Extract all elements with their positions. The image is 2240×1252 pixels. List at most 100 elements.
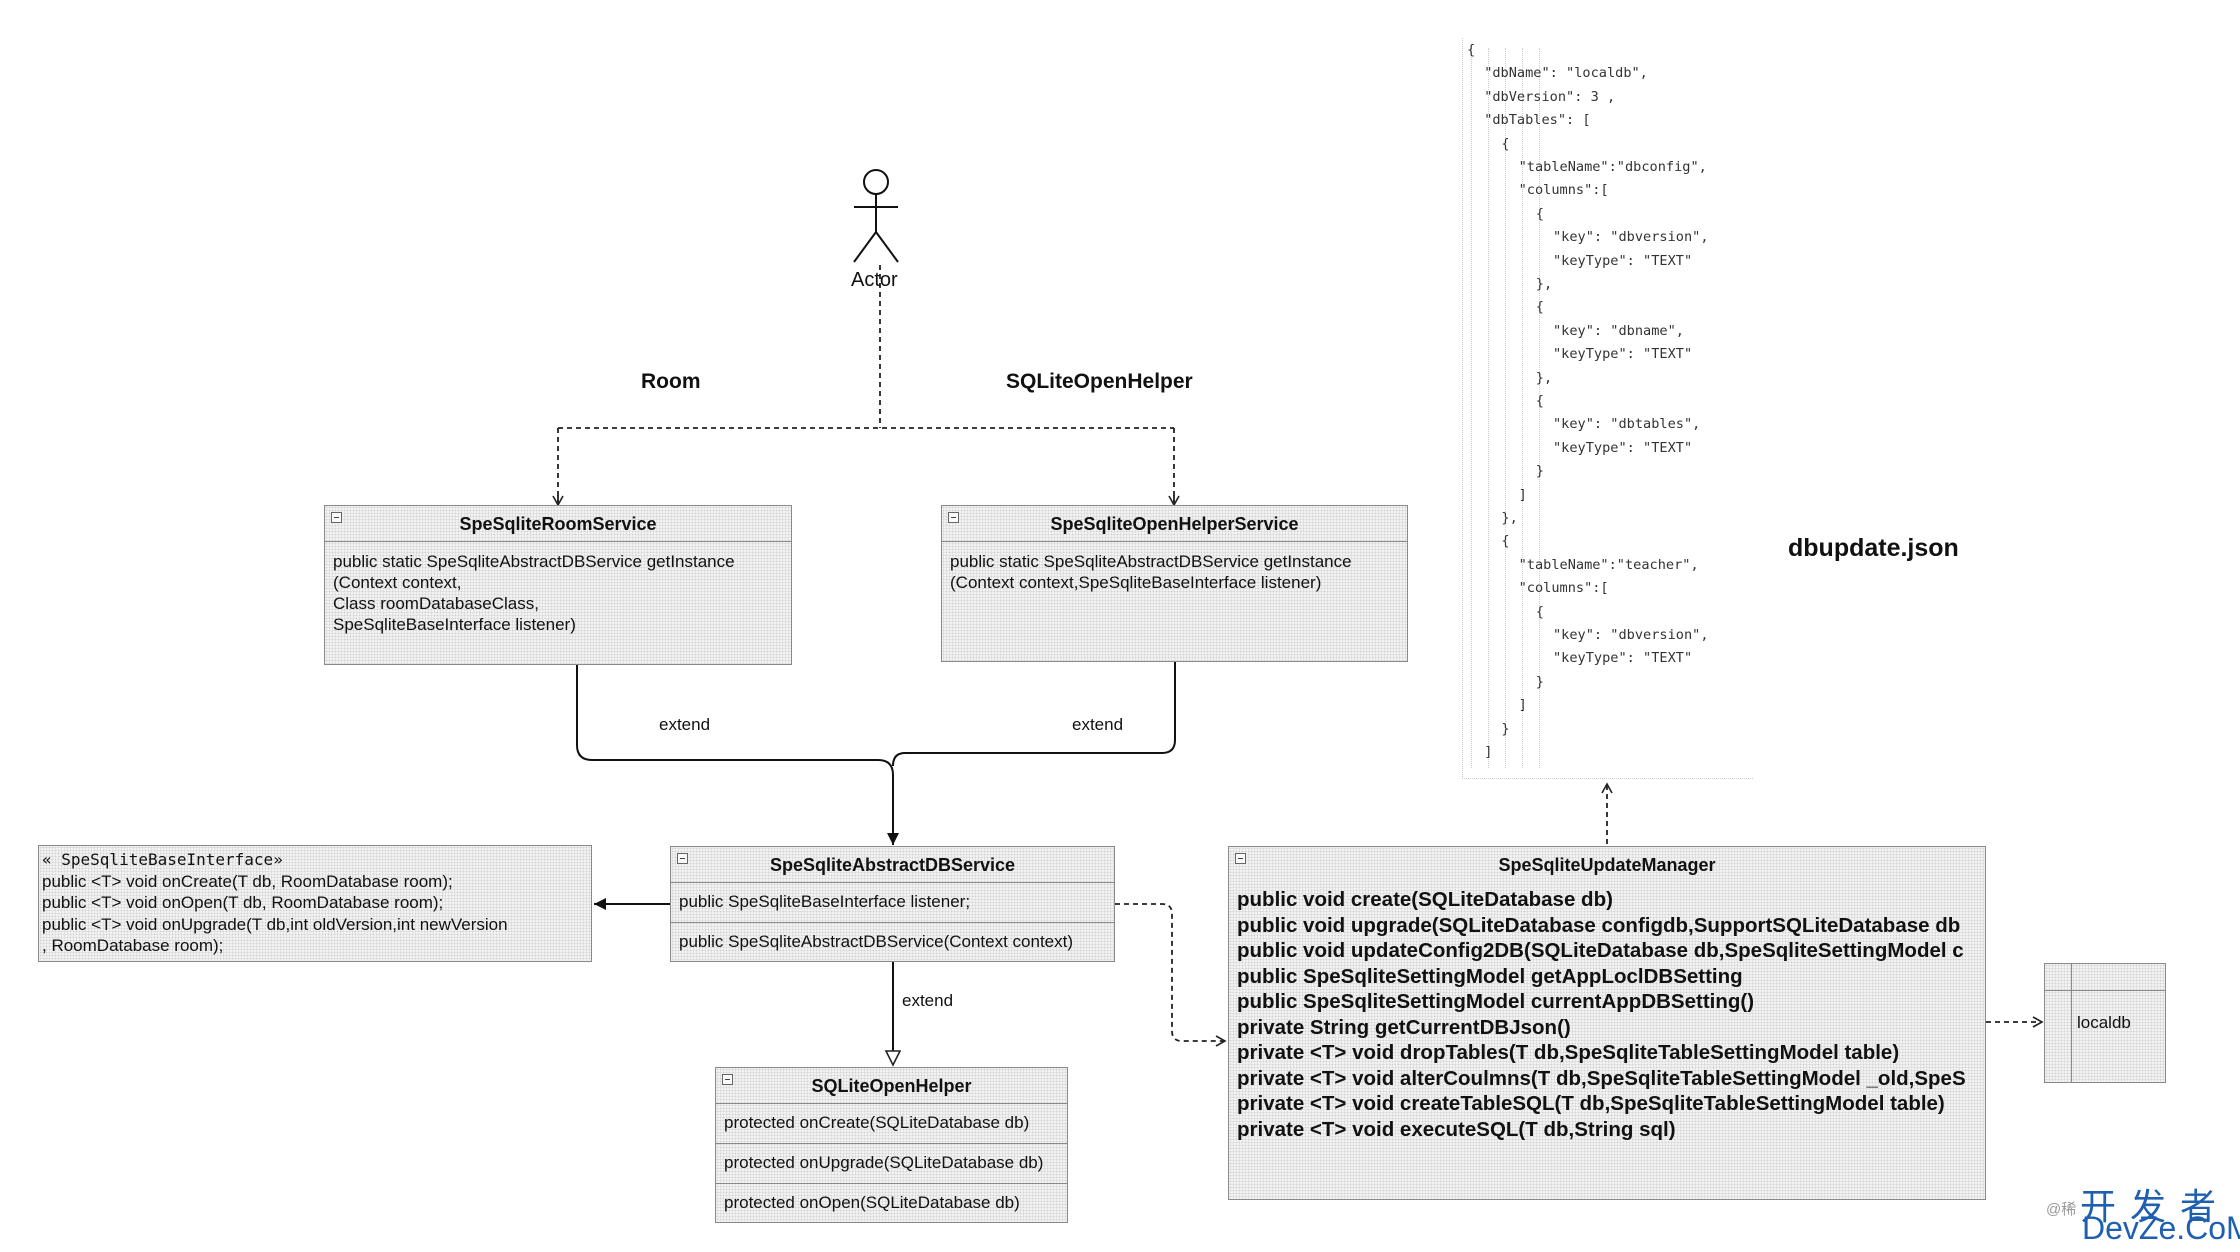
json-code-line: "keyType": "TEXT" (1553, 439, 1693, 456)
open-helper-method: protected onOpen(SQLiteDatabase db) (716, 1184, 1067, 1222)
method-line: protected onOpen(SQLiteDatabase db) (724, 1193, 1020, 1212)
json-code-line: "columns":[ (1518, 580, 1609, 597)
method-line: private String getCurrentDBJson() (1237, 1015, 1571, 1039)
localdb-side-band (2045, 964, 2072, 1082)
json-code-line: } (1501, 720, 1510, 737)
sqlite-open-helper-class[interactable]: SQLiteOpenHelper protected onCreate(SQLi… (715, 1067, 1068, 1223)
room-label: Room (641, 370, 701, 393)
extend-label-right: extend (1072, 715, 1124, 734)
collapse-icon[interactable] (1235, 853, 1246, 864)
method-line: public void create(SQLiteDatabase db) (1237, 888, 1613, 911)
room-service-title: SpeSqliteRoomService (459, 514, 657, 534)
json-code-line: }, (1535, 276, 1553, 292)
json-code-line: "keyType": "TEXT" (1553, 650, 1693, 667)
json-code-line: { (1535, 603, 1544, 620)
collapse-icon[interactable] (948, 512, 959, 523)
method-line: private <T> void alterCoulmns(T db,SpeSq… (1237, 1066, 1966, 1090)
indent-guide (1505, 48, 1506, 768)
constructor-line: public SpeSqliteAbstractDBService(Contex… (679, 932, 1074, 951)
localdb-box[interactable]: localdb (2044, 963, 2166, 1083)
json-code-line: { (1501, 533, 1510, 550)
json-code-line: } (1535, 463, 1544, 480)
json-code-line: "key": "dbversion", (1553, 627, 1709, 643)
localdb-top-band (2045, 964, 2165, 991)
localdb-label: localdb (2077, 1013, 2131, 1032)
method-line: (Context context, (333, 573, 462, 592)
room-service-header: SpeSqliteRoomService (325, 506, 791, 542)
json-code-line: "dbTables": [ (1484, 112, 1591, 129)
helper-service-class[interactable]: SpeSqliteOpenHelperService public static… (941, 505, 1408, 662)
helper-extend-edge (892, 662, 1176, 767)
indent-guide (1488, 48, 1489, 768)
helper-service-title: SpeSqliteOpenHelperService (1050, 514, 1299, 534)
method-line: public SpeSqliteSettingModel currentAppD… (1237, 990, 1755, 1013)
json-code-line: } (1535, 673, 1544, 690)
dbupdate-json-code: { "dbName": "localdb", "dbVersion": 3 , "db… (1462, 38, 1753, 779)
json-code-line: ] (1518, 697, 1527, 714)
room-extend-edge (576, 662, 899, 845)
abstract-service-constructor: public SpeSqliteAbstractDBService(Contex… (671, 923, 1114, 961)
json-code-line: { (1535, 205, 1544, 222)
interface-stereotype: « SpeSqliteBaseInterface» (42, 850, 283, 869)
watermark-domain: DevZe.CoM (2082, 1210, 2240, 1246)
json-code-line: { (1535, 299, 1544, 316)
json-code-line: "dbName": "localdb", (1484, 65, 1648, 82)
json-code-line: }, (1535, 369, 1553, 386)
actor-figure (853, 169, 899, 263)
update-manager-header: SpeSqliteUpdateManager (1229, 847, 1985, 883)
method-line: public void updateConfig2DB(SQLiteDataba… (1237, 939, 1964, 962)
update-manager-class[interactable]: SpeSqliteUpdateManager public void creat… (1228, 846, 1986, 1200)
json-code-line: "tableName":"teacher", (1518, 556, 1699, 573)
json-code-line: "key": "dbname", (1553, 322, 1684, 339)
json-code-line: ] (1518, 486, 1527, 503)
json-code-line: "key": "dbversion", (1553, 229, 1709, 246)
sqliteopenhelper-label: SQLiteOpenHelper (1006, 370, 1193, 393)
open-helper-method: protected onCreate(SQLiteDatabase db) (716, 1104, 1067, 1144)
sqlite-open-helper-title: SQLiteOpenHelper (811, 1076, 972, 1096)
method-line: protected onCreate(SQLiteDatabase db) (724, 1113, 1030, 1132)
base-interface-box[interactable]: « SpeSqliteBaseInterface» public <T> voi… (38, 845, 592, 962)
room-service-class[interactable]: SpeSqliteRoomService public static SpeSq… (324, 505, 792, 665)
json-code-line: "keyType": "TEXT" (1553, 346, 1693, 363)
abstract-to-manager-edge (1115, 903, 1227, 1047)
method-line: SpeSqliteBaseInterface listener) (333, 615, 576, 634)
method-line: public static SpeSqliteAbstractDBService… (333, 552, 735, 571)
method-line: (Context context,SpeSqliteBaseInterface … (950, 573, 1322, 592)
method-line: public void upgrade(SQLiteDatabase confi… (1237, 913, 1961, 937)
method-line: private <T> void createTableSQL(T db,Spe… (1237, 1092, 1945, 1115)
method-line: public <T> void onOpen(T db, RoomDatabas… (42, 893, 444, 912)
helper-service-body: public static SpeSqliteAbstractDBService… (942, 542, 1407, 602)
field-line: public SpeSqliteBaseInterface listener; (679, 892, 971, 911)
collapse-icon[interactable] (722, 1074, 733, 1085)
method-line: , RoomDatabase room); (42, 936, 224, 955)
room-service-body: public static SpeSqliteAbstractDBService… (325, 542, 791, 644)
abstract-service-header: SpeSqliteAbstractDBService (671, 847, 1114, 883)
method-line: private <T> void executeSQL(T db,String … (1237, 1117, 1676, 1141)
json-code-line: "key": "dbtables", (1553, 416, 1701, 433)
collapse-icon[interactable] (677, 853, 688, 864)
indent-guide (1471, 48, 1472, 768)
actor-label: Actor (851, 269, 898, 291)
abstract-service-class[interactable]: SpeSqliteAbstractDBService public SpeSql… (670, 846, 1115, 962)
json-code-line: "keyType": "TEXT" (1553, 252, 1693, 269)
abstract-service-field: public SpeSqliteBaseInterface listener; (671, 883, 1114, 923)
method-line: public static SpeSqliteAbstractDBService… (950, 552, 1352, 571)
dbupdate-json-label: dbupdate.json (1788, 534, 1959, 562)
indent-guide (1539, 48, 1540, 768)
indent-guide (1522, 48, 1523, 768)
actor-to-services-edge (557, 265, 1175, 503)
collapse-icon[interactable] (331, 512, 342, 523)
extend-label-left: extend (659, 715, 711, 734)
method-line: public <T> void onUpgrade(T db,int oldVe… (42, 914, 508, 934)
method-line: public <T> void onCreate(T db, RoomDatab… (42, 871, 453, 891)
json-code-line: "dbVersion": 3 , (1484, 88, 1616, 105)
extend-label-bottom: extend (902, 991, 954, 1010)
json-code-line: "tableName":"dbconfig", (1518, 159, 1707, 175)
update-manager-body: public void create(SQLiteDatabase db) pu… (1229, 883, 1985, 1151)
watermark-logo-text: 开发者 (2080, 1186, 2231, 1227)
json-code-line: }, (1501, 510, 1518, 526)
method-line: protected onUpgrade(SQLiteDatabase db) (724, 1153, 1044, 1172)
json-code-line: ] (1484, 744, 1493, 760)
watermark-prefix: @稀 (2046, 1201, 2077, 1218)
